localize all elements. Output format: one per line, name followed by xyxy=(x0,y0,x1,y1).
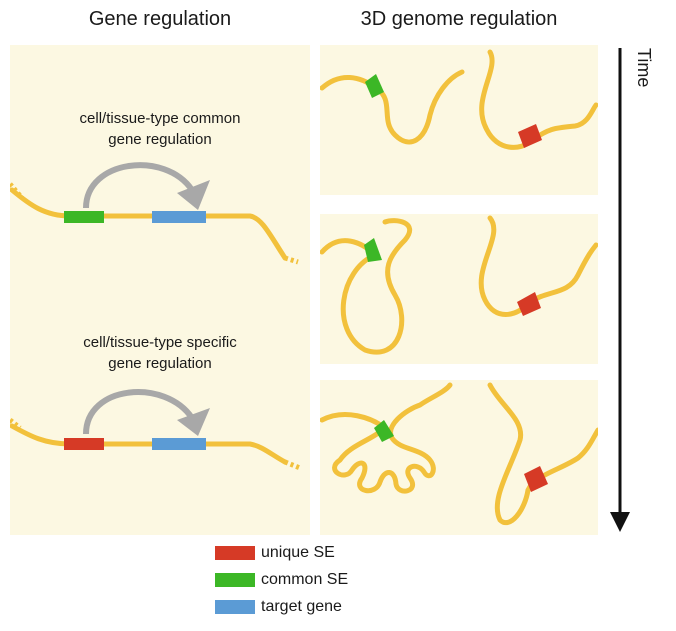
legend-swatch-common-se xyxy=(215,573,255,587)
unique-se-t3 xyxy=(524,466,548,492)
unique-se-t2 xyxy=(517,292,541,316)
regulation-arrow-specific xyxy=(83,389,195,435)
specific-caption-line1: cell/tissue-type specific xyxy=(83,334,237,351)
legend-swatch-unique-se xyxy=(215,546,255,560)
time-arrowhead xyxy=(610,512,630,532)
genome-panel-time-3 xyxy=(320,380,598,535)
chromatin-dash-right-common xyxy=(284,255,299,265)
genome-panel-time-2 xyxy=(320,214,598,364)
legend-item-unique-se: unique SE xyxy=(215,543,335,563)
common-se-t3 xyxy=(374,420,394,442)
legend-label-unique-se: unique SE xyxy=(261,544,335,561)
chromatin-strand-common xyxy=(10,187,288,261)
gene-regulation-title: Gene regulation xyxy=(88,8,232,30)
chromatin-dash-right-specific xyxy=(284,459,301,471)
3d-genome-regulation-title: 3D genome regulation xyxy=(360,8,558,30)
regulation-arrow-common xyxy=(83,162,195,209)
chromatin-strand-t1-left xyxy=(320,69,465,145)
chromatin-strand-t2-right xyxy=(478,215,598,317)
specific-regulation-caption: cell/tissue-type specific gene regulatio… xyxy=(20,332,300,374)
chromatin-strand-t3-right xyxy=(487,382,598,525)
legend-label-common-se: common SE xyxy=(261,571,349,588)
common-se-block xyxy=(64,211,104,223)
target-gene-block-common xyxy=(152,211,206,223)
legend-item-common-se: common SE xyxy=(215,570,348,590)
target-gene-block-specific xyxy=(152,438,206,450)
legend-label-target-gene: target gene xyxy=(261,598,342,615)
specific-caption-line2: gene regulation xyxy=(108,355,212,372)
chromatin-strand-specific xyxy=(10,423,288,465)
time-label: Time xyxy=(634,48,654,88)
common-regulation-caption: cell/tissue-type common gene regulation xyxy=(20,108,300,150)
unique-se-t1 xyxy=(518,124,542,148)
common-caption-line2: gene regulation xyxy=(108,131,212,148)
legend-swatch-target-gene xyxy=(215,600,255,614)
regulation-arrowhead-common xyxy=(177,180,210,210)
common-se-t2 xyxy=(364,238,382,262)
legend-item-target-gene: target gene xyxy=(215,597,342,617)
chromatin-strand-t2-left xyxy=(320,218,413,355)
gene-regulation-panel xyxy=(10,45,310,535)
chromatin-strand-t3-left xyxy=(320,382,453,494)
common-se-t1 xyxy=(365,74,384,98)
chromatin-dash-left-specific xyxy=(10,418,22,430)
unique-se-block xyxy=(64,438,104,450)
common-caption-line1: cell/tissue-type common xyxy=(79,110,241,127)
regulation-arrowhead-specific xyxy=(177,408,210,436)
genome-panel-time-1 xyxy=(320,45,598,195)
